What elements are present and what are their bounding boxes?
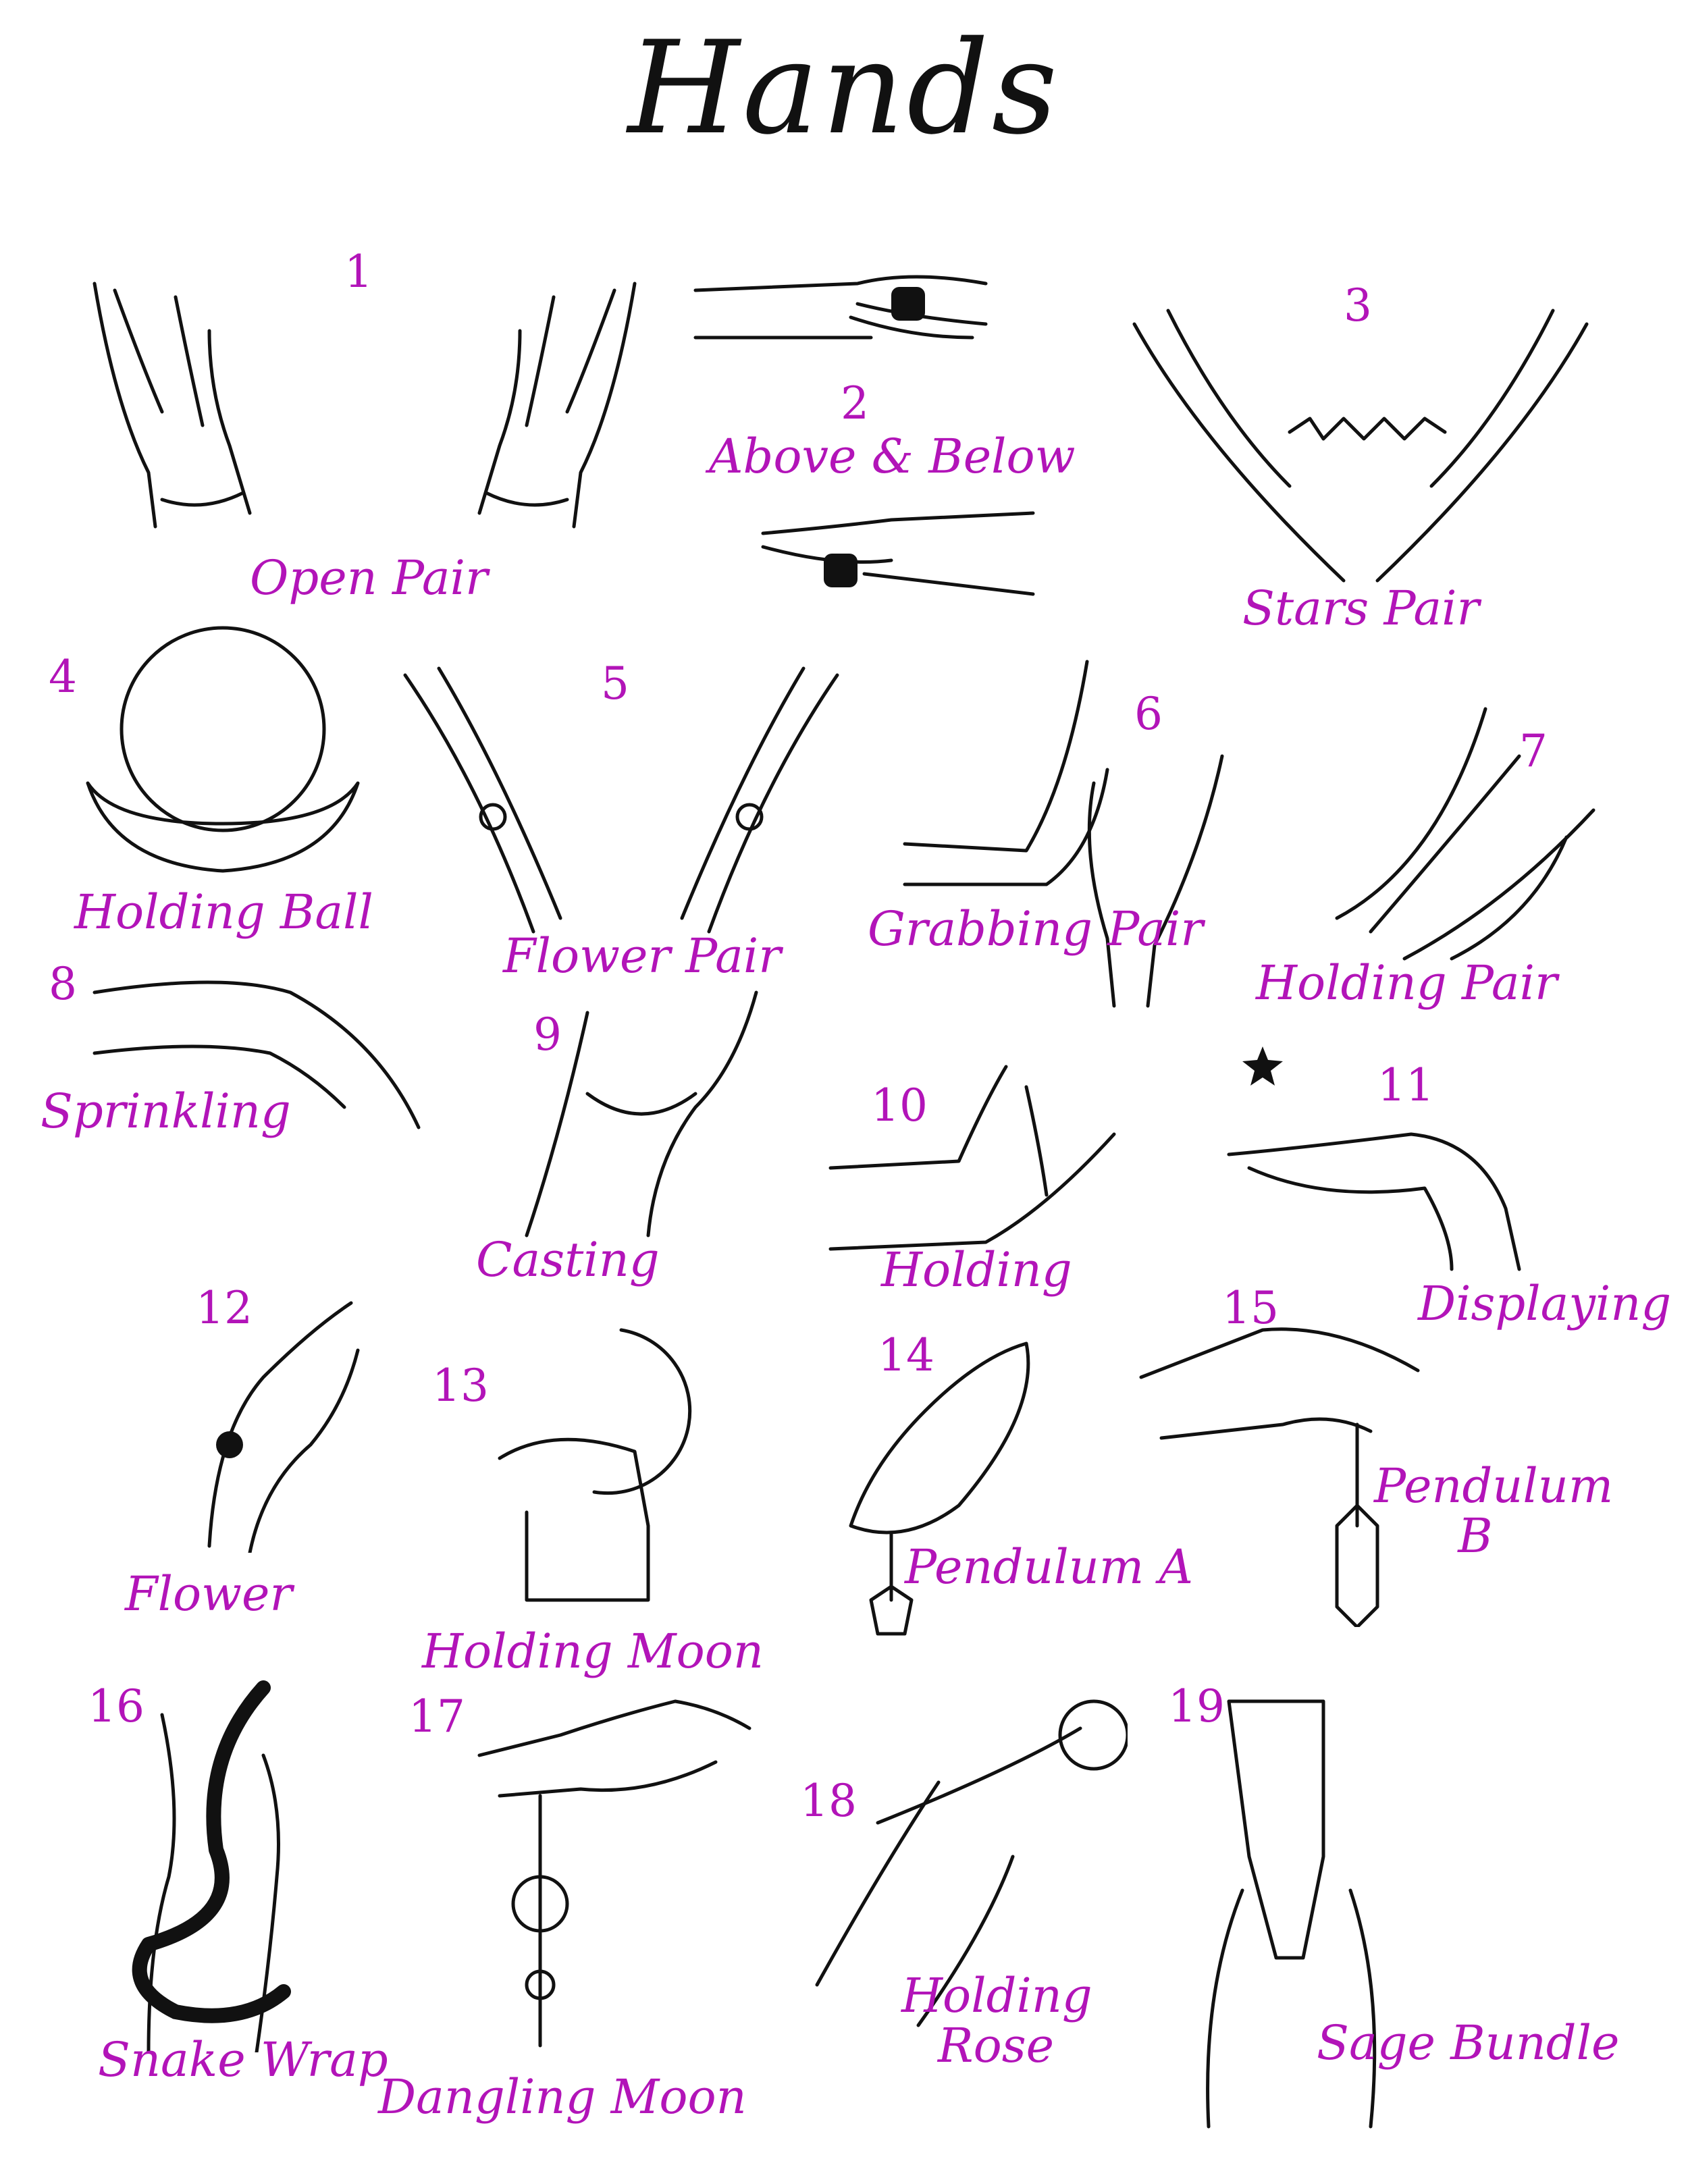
- item-label-4: Holding Ball: [74, 884, 373, 940]
- item-number-12: 12: [196, 1282, 253, 1334]
- item-number-19: 19: [1168, 1680, 1225, 1732]
- item-number-16: 16: [88, 1680, 144, 1732]
- holding-ball-hands-illustration: [74, 621, 371, 878]
- item-label-6: Grabbing Pair: [868, 901, 1203, 957]
- above-and-below-hands-illustration: [689, 257, 1040, 628]
- item-number-17: 17: [408, 1690, 465, 1742]
- item-number-8: 8: [49, 958, 77, 1010]
- item-label-12: Flower: [125, 1566, 292, 1622]
- grabbing-pair-hands-illustration: [891, 648, 1242, 1013]
- snake-wrap-hand-illustration: [108, 1674, 331, 2052]
- item-number-1: 1: [344, 246, 373, 298]
- item-number-7: 7: [1519, 725, 1548, 777]
- page-title: Hands: [627, 14, 1061, 163]
- item-number-2: 2: [841, 377, 869, 429]
- casting-hand-illustration: [520, 986, 763, 1242]
- sprinkling-hand-illustration: [88, 972, 425, 1148]
- item-label-10: Holding: [881, 1242, 1072, 1298]
- displaying-hand-illustration: [1222, 1033, 1546, 1276]
- item-number-5: 5: [601, 658, 629, 710]
- sage-bundle-hand-illustration: [1202, 1688, 1384, 2133]
- item-label-14: Pendulum A: [905, 1539, 1194, 1595]
- dangling-moon-hand-illustration: [473, 1695, 756, 2059]
- item-label-19: Sage Bundle: [1317, 2015, 1620, 2071]
- pendulum-a-hand-illustration: [824, 1330, 1047, 1647]
- item-number-6: 6: [1134, 688, 1163, 740]
- item-label-9: Casting: [476, 1232, 660, 1287]
- item-number-4: 4: [49, 651, 77, 703]
- item-label-1: Open Pair: [250, 550, 488, 606]
- flower-pair-hands-illustration: [398, 662, 844, 945]
- item-number-18: 18: [800, 1775, 857, 1827]
- item-number-10: 10: [871, 1080, 928, 1131]
- holding-pair-hands-illustration: [1330, 702, 1600, 965]
- item-label-13: Holding Moon: [422, 1624, 764, 1679]
- item-label-7: Holding Pair: [1256, 955, 1558, 1011]
- stars-pair-hands-illustration: [1121, 284, 1600, 594]
- item-number-14: 14: [878, 1329, 934, 1381]
- holding-moon-hand-illustration: [486, 1323, 702, 1607]
- item-label-15: Pendulum B: [1374, 1458, 1614, 1564]
- holding-hand-illustration: [824, 1060, 1121, 1256]
- item-number-3: 3: [1344, 279, 1372, 331]
- item-label-11: Displaying: [1418, 1276, 1672, 1331]
- item-number-11: 11: [1377, 1059, 1434, 1111]
- item-number-9: 9: [533, 1009, 562, 1061]
- item-label-17: Dangling Moon: [378, 2069, 747, 2125]
- item-number-15: 15: [1222, 1282, 1279, 1334]
- pendulum-b-hand-illustration: [1134, 1323, 1452, 1627]
- item-label-8: Sprinkling: [41, 1084, 291, 1139]
- item-label-16: Snake Wrap: [98, 2032, 388, 2087]
- flower-hand-illustration: [155, 1296, 365, 1553]
- item-number-13: 13: [432, 1360, 489, 1412]
- item-label-2: Above & Below: [709, 429, 1076, 484]
- item-label-18: Holding Rose: [901, 1968, 1092, 2073]
- item-label-5: Flower Pair: [503, 928, 781, 984]
- open-pair-hands-illustration: [74, 270, 655, 533]
- holding-rose-hand-illustration: [810, 1688, 1128, 2032]
- item-label-3: Stars Pair: [1242, 581, 1479, 636]
